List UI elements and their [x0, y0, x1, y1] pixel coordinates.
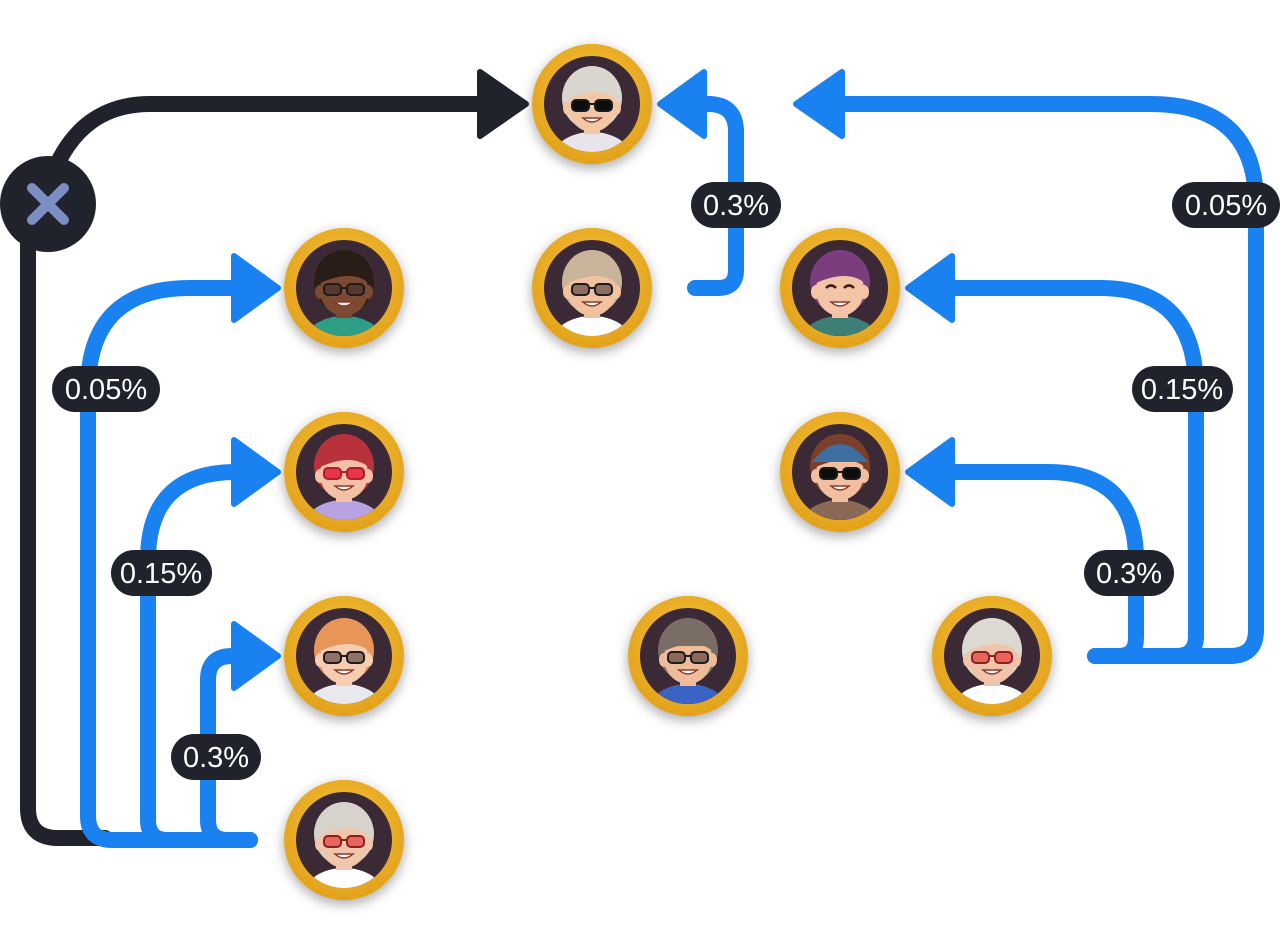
- label-text: 0.05%: [1185, 190, 1267, 222]
- label-left-b: 0.15%: [111, 550, 212, 596]
- avatar: [284, 596, 404, 716]
- label-right-b: 0.15%: [1132, 366, 1233, 412]
- avatar: [284, 228, 404, 348]
- arrow-head-icon: [231, 621, 281, 691]
- flow-line-right-c: [942, 464, 1144, 664]
- label-left-a: 0.05%: [52, 366, 160, 412]
- arrow-head-icon: [905, 253, 955, 323]
- arrow-head-icon: [793, 69, 845, 139]
- labels: 0.3% 0.05% 0.05% 0.15% 0.3% 0.15% 0.3%: [52, 182, 1280, 780]
- close-icon: [0, 156, 96, 252]
- avatar: [628, 596, 748, 716]
- label-text: 0.15%: [1141, 374, 1223, 406]
- label-text: 0.05%: [65, 374, 147, 406]
- arrow-head-icon: [231, 253, 281, 323]
- avatars: [284, 44, 1052, 900]
- label-text: 0.3%: [703, 190, 769, 222]
- avatar: [780, 228, 900, 348]
- label-right-c: 0.3%: [1084, 550, 1174, 596]
- flow-line-left-b: [140, 464, 258, 848]
- label-text: 0.15%: [120, 558, 202, 590]
- label-left-c: 0.3%: [171, 734, 261, 780]
- flow-lines: [20, 96, 1264, 848]
- avatar: [284, 412, 404, 532]
- avatar: [284, 780, 404, 900]
- avatar: [532, 228, 652, 348]
- arrow-head-icon: [231, 437, 281, 507]
- arrow-head-icon: [657, 69, 707, 139]
- arrow-head-icon: [905, 437, 955, 507]
- label-text: 0.3%: [183, 742, 249, 774]
- arrow-head-icon: [477, 69, 529, 139]
- avatar: [932, 596, 1052, 716]
- arrow-heads: [231, 69, 955, 691]
- label-top-center: 0.3%: [691, 182, 781, 228]
- label-text: 0.3%: [1096, 558, 1162, 590]
- avatar: [532, 44, 652, 164]
- avatar: [780, 412, 900, 532]
- label-top-right: 0.05%: [1172, 182, 1280, 228]
